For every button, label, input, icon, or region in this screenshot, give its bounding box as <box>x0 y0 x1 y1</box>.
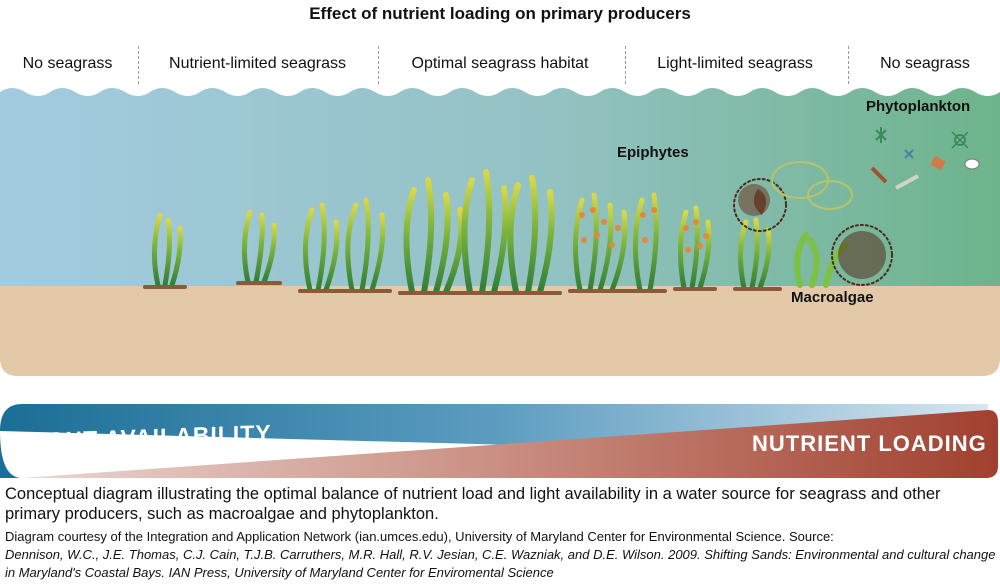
source-citation: Dennison, W.C., J.E. Thomas, C.J. Cain, … <box>5 547 996 580</box>
nutrient-loading-wedge <box>22 410 998 478</box>
rhizomes <box>143 281 782 295</box>
zone-divider <box>848 46 849 84</box>
zone-nutrient-limited: Nutrient-limited seagrass <box>169 55 346 72</box>
seagrass-clump <box>345 197 386 293</box>
zone-divider <box>138 46 139 84</box>
diagram-title: Effect of nutrient loading on primary pr… <box>309 4 691 23</box>
epiphytes-label: Epiphytes <box>617 144 689 161</box>
sediment <box>0 286 1000 376</box>
seagrass-clump <box>403 177 465 295</box>
zone-optimal: Optimal seagrass habitat <box>411 55 589 72</box>
seagrass-clump <box>677 205 712 291</box>
seagrass-clump <box>737 217 772 291</box>
zone-divider <box>625 46 626 84</box>
water-body <box>0 88 1000 290</box>
habitat-illustration <box>0 88 1000 478</box>
phytoplankton-cells <box>870 127 980 190</box>
seagrass-clump <box>633 192 659 293</box>
seagrass-clump <box>303 202 340 293</box>
seagrass-clump <box>151 212 183 288</box>
macroalgae-label: Macroalgae <box>791 289 874 306</box>
zone-no-seagrass-left: No seagrass <box>22 55 113 72</box>
seagrass-clump <box>507 175 555 295</box>
credit-line: Diagram courtesy of the Integration and … <box>5 529 834 544</box>
phytoplankton-label: Phytoplankton <box>866 98 971 115</box>
zone-light-limited: Light-limited seagrass <box>657 55 813 72</box>
seagrass-clump <box>241 209 277 285</box>
epiphyte-spots <box>579 207 709 253</box>
nutrient-loading-label: NUTRIENT LOADING <box>752 431 987 456</box>
seagrass-clumps <box>151 169 772 295</box>
seagrass-clump <box>461 169 509 295</box>
diagram-caption: Conceptual diagram illustrating the opti… <box>5 485 941 523</box>
macroalgae <box>733 161 893 288</box>
zone-no-seagrass-right: No seagrass <box>880 55 970 72</box>
zone-divider <box>378 46 379 84</box>
diagram-credit: Diagram courtesy of the Integration and … <box>5 528 1000 582</box>
